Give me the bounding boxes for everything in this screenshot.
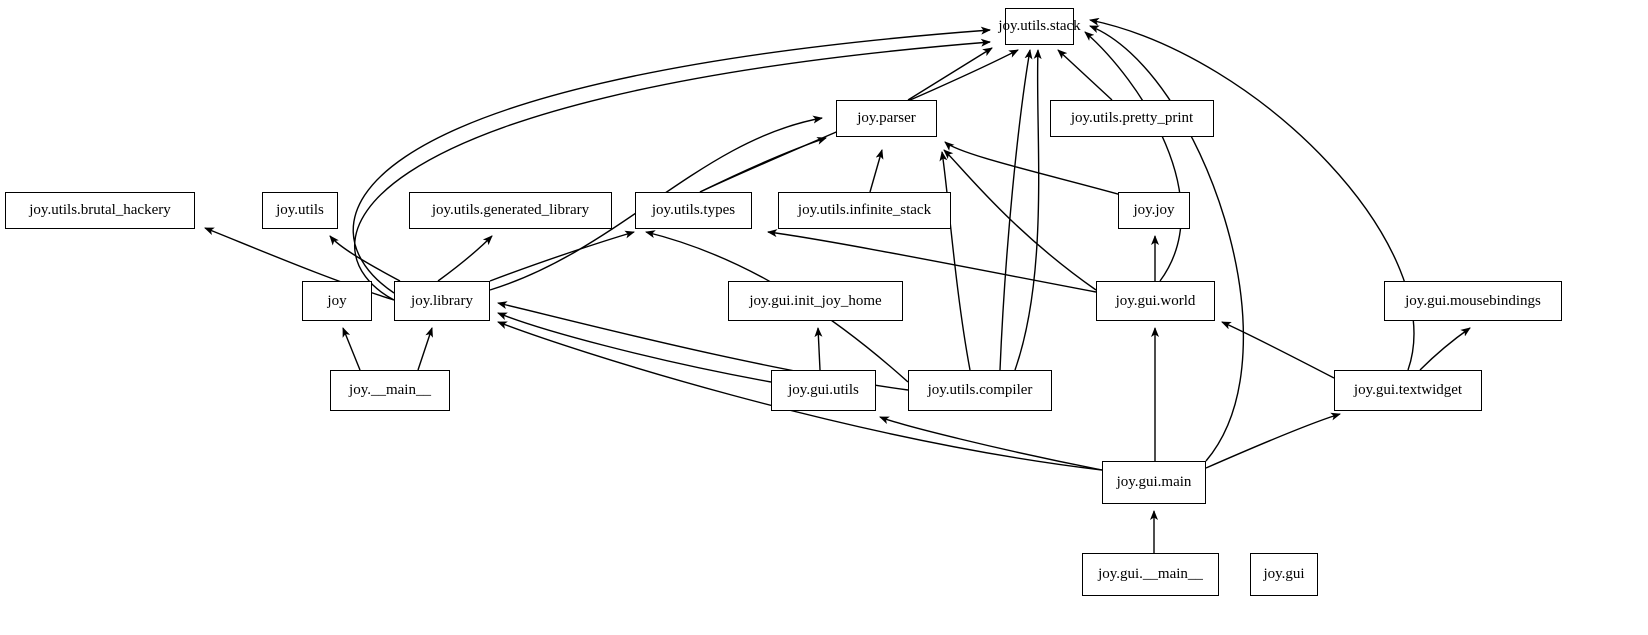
node-joy-gui-dunder-main[interactable]: joy.gui.__main__ bbox=[1082, 553, 1219, 596]
node-joy-utils-stack[interactable]: joy.utils.stack bbox=[998, 8, 1081, 45]
node-joy-utils-types[interactable]: joy.utils.types bbox=[635, 192, 752, 229]
edge-joy.utils.types-joy.parser bbox=[699, 137, 827, 193]
node-label: joy.utils.compiler bbox=[927, 382, 1033, 398]
node-joy[interactable]: joy bbox=[302, 281, 372, 321]
node-label: joy.library bbox=[411, 292, 473, 309]
node-joy-gui-main[interactable]: joy.gui.main bbox=[1102, 461, 1206, 504]
node-label: joy bbox=[327, 292, 347, 309]
node-label: joy.__main__ bbox=[349, 382, 431, 398]
node-joy-gui-textwidget[interactable]: joy.gui.textwidget bbox=[1334, 370, 1482, 411]
edge-joy.gui.world-joy.utils.types bbox=[767, 229, 1097, 293]
node-label: joy.gui.init_joy_home bbox=[749, 292, 882, 309]
node-joy-utils[interactable]: joy.utils bbox=[262, 192, 338, 229]
edge-joy.joy-joy.parser bbox=[944, 141, 1126, 197]
edge-joy.__main__-joy bbox=[342, 327, 361, 371]
node-label: joy.gui.world bbox=[1115, 292, 1196, 309]
node-joy-dunder-main[interactable]: joy.__main__ bbox=[330, 370, 450, 411]
node-joy-parser[interactable]: joy.parser bbox=[836, 100, 937, 137]
node-label: joy.gui.main bbox=[1116, 474, 1192, 490]
edge-joy.library-joy.utils.generated_library bbox=[437, 235, 493, 282]
edge-joy.gui.world-joy.utils.stack bbox=[1084, 31, 1182, 282]
edge-joy.parser-joy.utils.stack bbox=[907, 47, 993, 101]
edge-joy.utils.compiler-joy.parser bbox=[939, 151, 971, 371]
node-label: joy.gui.__main__ bbox=[1098, 566, 1203, 582]
node-joy-gui-world[interactable]: joy.gui.world bbox=[1096, 281, 1215, 321]
node-label: joy.gui.utils bbox=[788, 382, 859, 398]
edge-joy.library-joy.utils.types bbox=[489, 230, 635, 282]
edge-joy.utils.compiler-joy.utils.stack bbox=[999, 49, 1033, 371]
edge-joy.library-joy.utils.stack bbox=[352, 26, 991, 294]
edge-joy.library-joy.utils.stack-2 bbox=[353, 38, 991, 301]
node-label: joy.gui.textwidget bbox=[1353, 382, 1463, 398]
node-label: joy.utils.types bbox=[651, 202, 736, 218]
node-joy-gui[interactable]: joy.gui bbox=[1250, 553, 1318, 596]
node-joy-gui-mousebindings[interactable]: joy.gui.mousebindings bbox=[1384, 281, 1562, 321]
edge-joy.gui.main-joy.utils.stack bbox=[1089, 25, 1245, 462]
edge-joy.gui.utils-joy.library bbox=[497, 312, 772, 383]
node-joy-utils-infinite-stack[interactable]: joy.utils.infinite_stack bbox=[778, 192, 951, 229]
node-label: joy.gui.mousebindings bbox=[1405, 292, 1541, 309]
edge-joy.utils.pretty_print-joy.utils.stack bbox=[1057, 49, 1113, 101]
node-joy-joy[interactable]: joy.joy bbox=[1118, 192, 1190, 229]
node-label: joy.utils.generated_library bbox=[431, 202, 590, 218]
edge-joy.gui.textwidget-joy.gui.world bbox=[1221, 321, 1335, 379]
edge-joy.__main__-joy.library bbox=[417, 327, 433, 371]
node-label: joy.parser bbox=[857, 110, 916, 126]
node-label: joy.utils.stack bbox=[998, 18, 1081, 34]
edge-joy.gui.main-joy.gui.textwidget bbox=[1205, 412, 1341, 469]
node-label: joy.joy bbox=[1133, 202, 1175, 218]
node-joy-utils-generated-library[interactable]: joy.utils.generated_library bbox=[409, 192, 612, 229]
edge-joy.utils.infinite_stack-joy.parser bbox=[869, 149, 884, 193]
node-joy-gui-init-joy-home[interactable]: joy.gui.init_joy_home bbox=[728, 281, 903, 321]
node-label: joy.utils.pretty_print bbox=[1070, 110, 1194, 126]
edge-joy.gui.textwidget-joy.gui.mousebindings bbox=[1419, 327, 1471, 371]
node-joy-utils-pretty-print[interactable]: joy.utils.pretty_print bbox=[1050, 100, 1214, 137]
node-label: joy.utils.infinite_stack bbox=[797, 202, 932, 218]
edge-joy.gui.main-joy.library bbox=[497, 321, 1103, 471]
node-joy-library[interactable]: joy.library bbox=[394, 281, 490, 321]
node-label: joy.utils.brutal_hackery bbox=[29, 202, 171, 218]
edge-joy.library-joy.utils bbox=[329, 235, 401, 282]
edge-joy.gui.main-joy.gui.utils bbox=[879, 416, 1103, 471]
node-label: joy.utils bbox=[276, 202, 324, 218]
node-joy-gui-utils[interactable]: joy.gui.utils bbox=[771, 370, 876, 411]
edge-joy.gui.world-joy.parser bbox=[943, 149, 1097, 291]
node-joy-utils-brutal-hackery[interactable]: joy.utils.brutal_hackery bbox=[5, 192, 195, 229]
edge-joy.gui.utils-joy.gui.init_joy_home bbox=[814, 327, 823, 371]
node-label: joy.gui bbox=[1263, 566, 1305, 582]
node-joy-utils-compiler[interactable]: joy.utils.compiler bbox=[908, 370, 1052, 411]
edge-joy.utils.compiler-joy.utils.stack-2 bbox=[1014, 49, 1042, 371]
